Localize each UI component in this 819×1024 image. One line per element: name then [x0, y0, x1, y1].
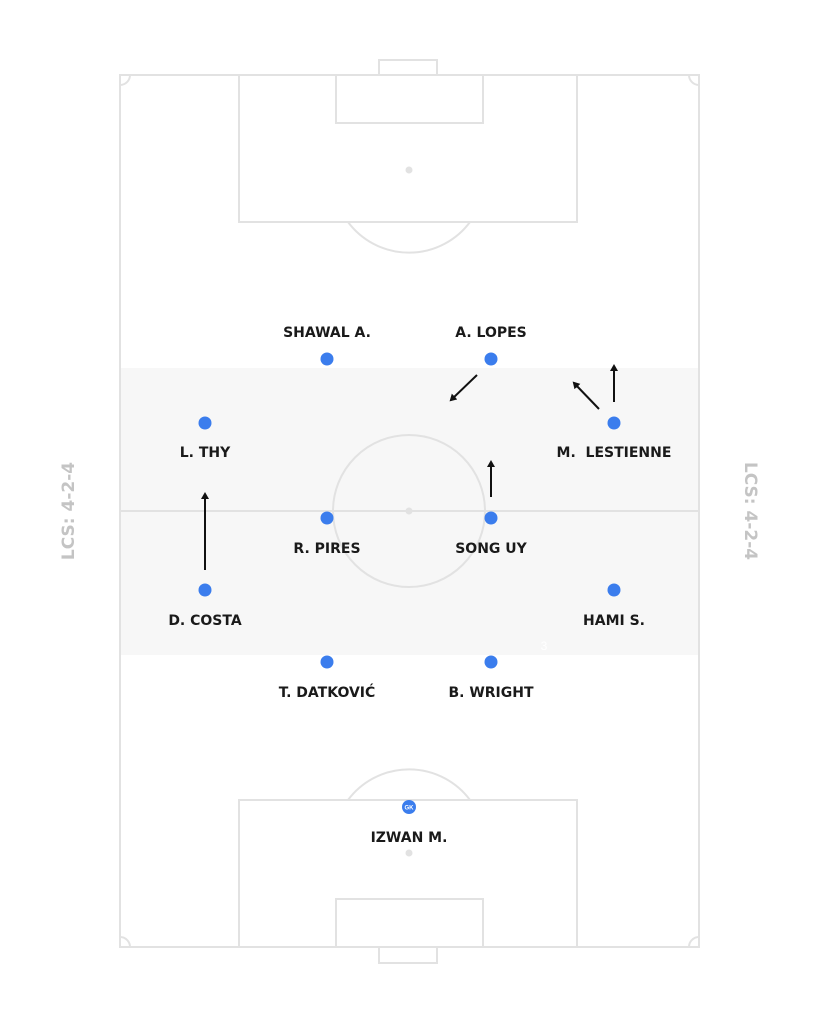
- player-lestienne[interactable]: M. LESTIENNE: [557, 416, 672, 462]
- formation-label-right: LCS: 4-2-4: [740, 462, 760, 560]
- svg-text:T. DATKOVIĆ: T. DATKOVIĆ: [279, 683, 376, 701]
- arrow-up-left-icon: [572, 381, 600, 410]
- svg-text:M. LESTIENNE: M. LESTIENNE: [557, 445, 672, 461]
- svg-text:L. THY: L. THY: [180, 445, 231, 461]
- player-shawal[interactable]: SHAWAL A.: [283, 325, 371, 366]
- svg-text:A. LOPES: A. LOPES: [455, 325, 527, 341]
- player-costa[interactable]: D. COSTA: [168, 583, 242, 630]
- player-datkovic[interactable]: T. DATKOVIĆ: [279, 655, 376, 702]
- svg-text:SHAWAL A.: SHAWAL A.: [283, 325, 371, 341]
- movement-arrows: [201, 364, 618, 570]
- player-thy[interactable]: L. THY: [180, 416, 231, 462]
- goalkeeper-badge: GK: [405, 806, 415, 812]
- player-song-uy[interactable]: SONG UY: [455, 511, 528, 558]
- svg-text:B. WRIGHT: B. WRIGHT: [448, 685, 534, 701]
- svg-text:D. COSTA: D. COSTA: [168, 613, 242, 629]
- pitch-lines: [119, 59, 700, 964]
- svg-text:R. PIRES: R. PIRES: [293, 541, 360, 557]
- player-izwan[interactable]: GK IZWAN M.: [371, 800, 448, 846]
- player-lopes[interactable]: A. LOPES: [455, 325, 527, 366]
- player-wright[interactable]: B. WRIGHT: [448, 655, 534, 702]
- formation-label-left: LCS: 4-2-4: [59, 462, 79, 560]
- svg-text:SONG UY: SONG UY: [455, 541, 527, 557]
- faint-marker: 3: [541, 639, 548, 653]
- arrow-down-left-icon: [449, 374, 478, 402]
- svg-text:HAMI S.: HAMI S.: [583, 613, 645, 629]
- svg-text:IZWAN M.: IZWAN M.: [371, 830, 448, 846]
- player-pires[interactable]: R. PIRES: [293, 511, 361, 558]
- player-hami[interactable]: HAMI S.: [583, 583, 645, 630]
